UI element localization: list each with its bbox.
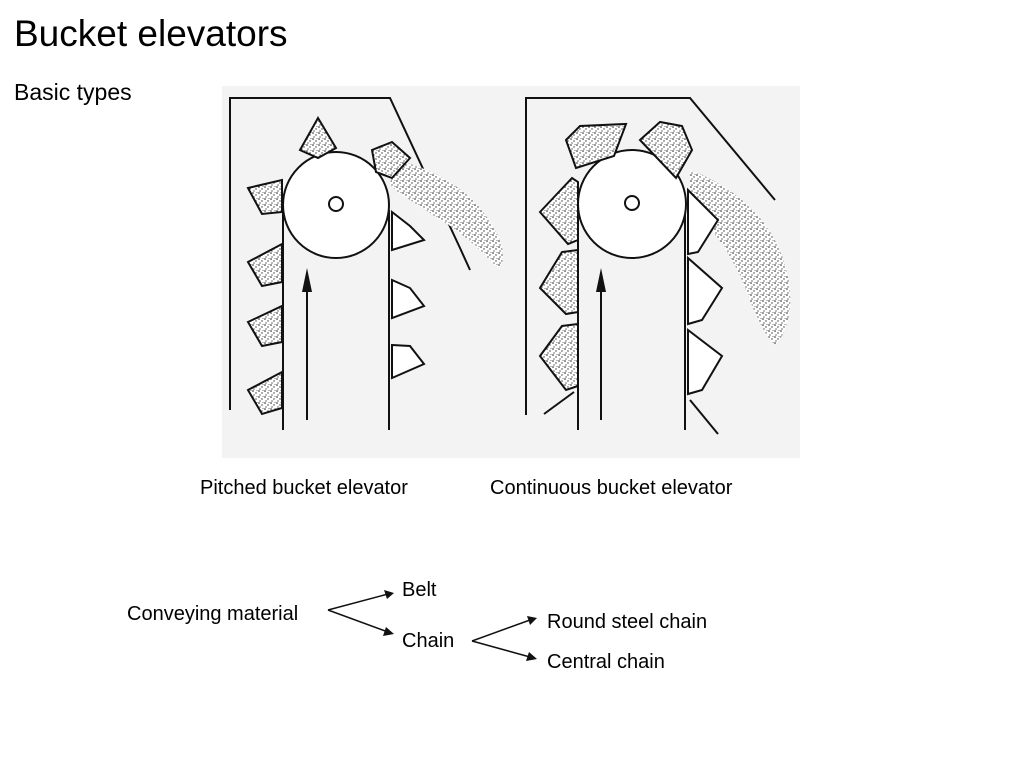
right-casing xyxy=(525,97,776,415)
tree-belt-label: Belt xyxy=(402,579,437,601)
right-arrow-head xyxy=(596,268,606,292)
tree-central-chain-label: Central chain xyxy=(547,651,665,673)
bucket xyxy=(687,327,724,396)
left-casing xyxy=(229,97,471,410)
right-pulley-axle xyxy=(624,195,640,211)
bucket xyxy=(298,116,338,160)
bucket xyxy=(538,322,579,392)
arrow-head xyxy=(527,616,537,625)
tree-root-label: Conveying material xyxy=(127,603,299,625)
bucket-edge xyxy=(689,399,719,435)
bucket xyxy=(391,278,426,320)
bucket xyxy=(246,370,283,416)
bucket-edge xyxy=(543,391,575,415)
arrow-root-to-belt xyxy=(327,593,389,611)
left-arrow-head xyxy=(302,268,312,292)
caption-pitched: Pitched bucket elevator xyxy=(200,477,408,499)
bucket xyxy=(687,187,720,256)
left-pulley-axle xyxy=(328,196,344,212)
bucket xyxy=(391,209,426,252)
tree-chain-label: Chain xyxy=(402,630,455,652)
bucket xyxy=(246,178,283,216)
bucket xyxy=(538,176,579,246)
arrow-head xyxy=(384,590,394,599)
right-material-stream xyxy=(690,170,791,345)
arrow-chain-to-central xyxy=(471,640,531,658)
bucket xyxy=(564,122,628,170)
caption-continuous: Continuous bucket elevator xyxy=(490,477,733,499)
arrow-chain-to-round xyxy=(471,619,531,642)
arrow-head xyxy=(383,627,394,636)
left-material-stream xyxy=(390,160,503,268)
tree-round-steel-chain-label: Round steel chain xyxy=(547,611,708,633)
pitched-bucket-elevator xyxy=(229,97,503,430)
bucket xyxy=(370,140,412,180)
bucket xyxy=(246,304,283,348)
continuous-bucket-elevator xyxy=(525,97,791,435)
bucket xyxy=(538,248,579,316)
bucket xyxy=(687,255,724,326)
bucket xyxy=(391,343,426,380)
bucket xyxy=(246,242,283,288)
slide-subtitle: Basic types xyxy=(14,79,132,105)
bucket xyxy=(638,120,694,180)
tree-arrows xyxy=(327,590,537,661)
slide-title: Bucket elevators xyxy=(14,13,288,54)
arrow-root-to-chain xyxy=(327,609,389,633)
arrow-head xyxy=(526,652,537,661)
